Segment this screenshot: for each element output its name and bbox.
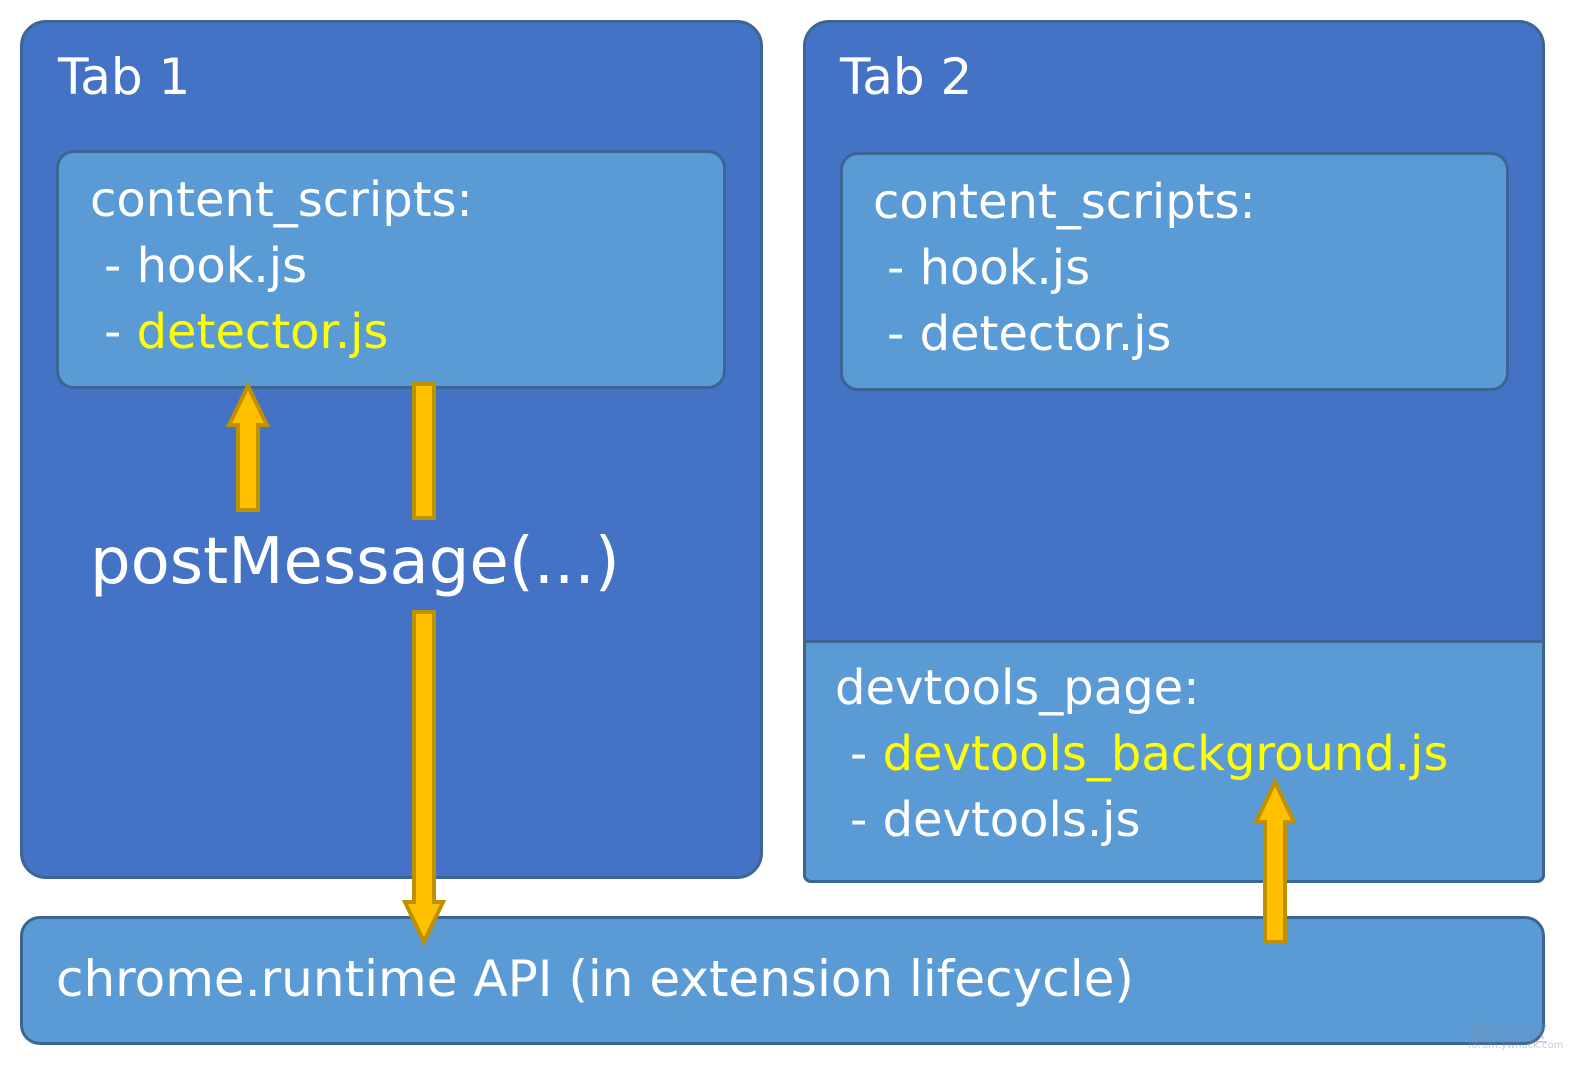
devtools-page-heading: devtools_page: (835, 660, 1200, 716)
hook-js-label: hook.js (136, 238, 308, 294)
tab1-content-scripts-box (56, 150, 726, 389)
devtools-page-box (803, 640, 1545, 883)
tab2-content-scripts-heading: content_scripts: (873, 174, 1256, 230)
tab1-title: Tab 1 (58, 48, 191, 106)
arrow-down-to-runtime (401, 610, 447, 947)
tab1-content-scripts-heading: content_scripts: (90, 172, 473, 228)
detector-js-label-highlighted: detector.js (136, 304, 389, 360)
devtools-background-js-label-highlighted: devtools_background.js (882, 726, 1449, 782)
tab1-detector-js: - detector.js (104, 308, 388, 356)
runtime-api-bar (20, 916, 1545, 1045)
tab2-detector-js: - detector.js (887, 306, 1172, 362)
bullet: - (850, 726, 883, 782)
runtime-api-label: chrome.runtime API (in extension lifecyc… (56, 950, 1134, 1008)
watermark-url: forum.ywhack.com (1468, 1040, 1564, 1051)
tab1-hook-js: - hook.js (104, 242, 307, 290)
bullet: - (104, 238, 137, 294)
arrow-up-to-devtools-background (1252, 777, 1298, 944)
arrow-down-to-runtime-upper-shaft (412, 382, 436, 520)
bullet: - (104, 304, 137, 360)
arrow-up-to-detector (225, 381, 271, 512)
devtools-js: - devtools.js (850, 792, 1141, 848)
tab2-content-scripts-box (840, 152, 1509, 391)
devtools-background-js: - devtools_background.js (850, 730, 1448, 778)
watermark-logo-text: 棱角社区 (1468, 1022, 1548, 1046)
tab2-title: Tab 2 (840, 48, 973, 106)
post-message-label: postMessage(...) (90, 525, 620, 599)
tab2-hook-js: - hook.js (887, 240, 1091, 296)
